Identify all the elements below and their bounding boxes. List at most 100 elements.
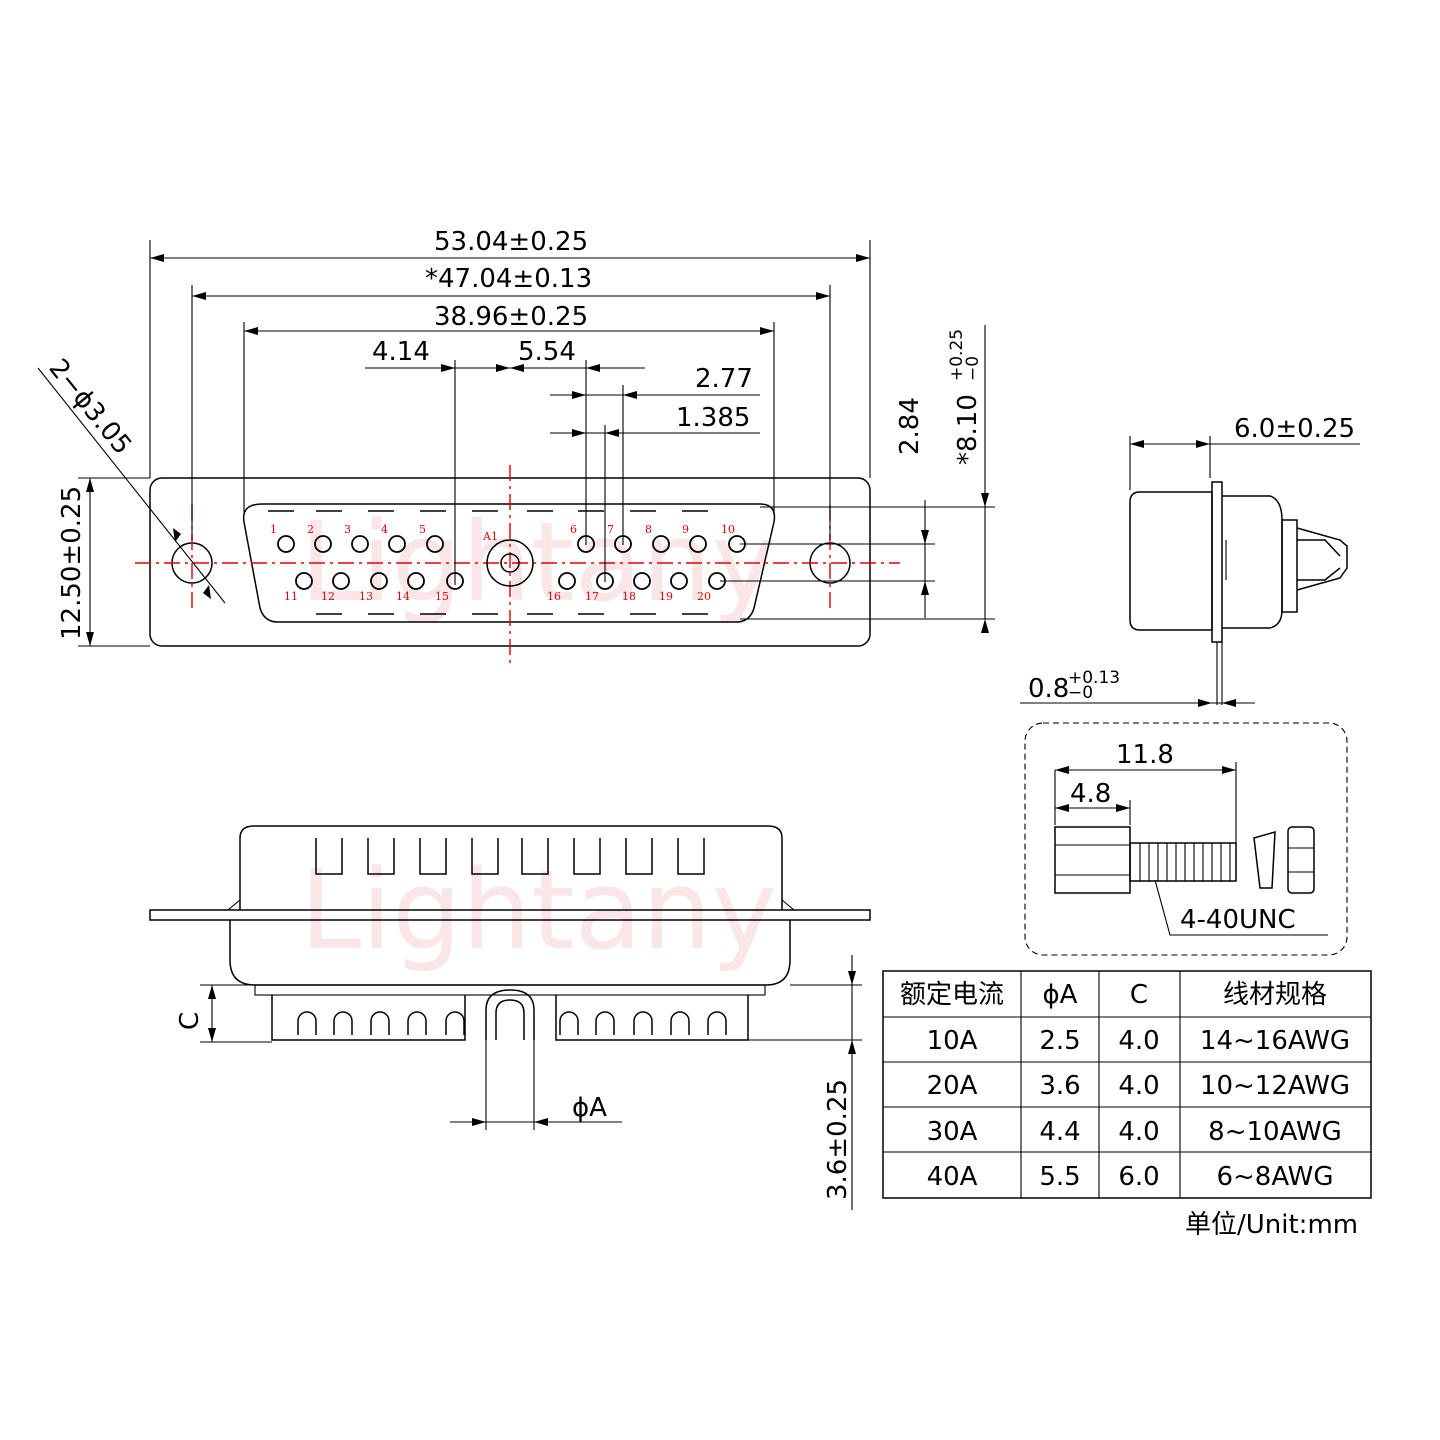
table-cell: 3.6 [1039,1071,1080,1101]
dim-c: C [175,1012,205,1030]
pin-contact-19 [670,572,688,590]
pin-label-4: 4 [381,523,388,536]
table-cell: 8~10AWG [1208,1117,1342,1147]
spec-table-frame [882,970,1372,1199]
pin-contact-9 [689,535,707,553]
pin-contact-13 [370,572,388,590]
pin-label-3: 3 [344,523,351,536]
side-flange [1211,481,1223,643]
bottom-shell-slots [315,838,705,875]
lock-washer [1253,830,1276,889]
pin-contact-14 [407,572,425,590]
pin-contact-3 [351,535,369,553]
pin-contact-2 [314,535,332,553]
pin-label-19: 19 [659,590,673,603]
table-cell: 4.4 [1039,1117,1080,1147]
dim-mount-holes: 2−ϕ3.05 [43,354,138,461]
table-cell: 30A [927,1117,978,1147]
table-cell: 6~8AWG [1216,1162,1333,1192]
pin-label-10: 10 [721,523,735,536]
center-solder-cup [485,989,535,1040]
mount-hole-leader [37,367,226,604]
dim-pin-length: 3.6±0.25 [823,1079,853,1200]
dim-offset-left: 4.14 [372,337,430,367]
dim-shell-width: 38.96±0.25 [434,302,588,332]
screw-detail-frame [1024,722,1348,956]
pin-label-2: 2 [307,523,314,536]
pin-label-a1: A1 [482,530,498,543]
dim-shell-height: *8.10 [953,394,983,465]
dim-row-spacing: 2.84 [895,397,925,455]
table-cell: 40A [927,1162,978,1192]
pin-label-11: 11 [284,590,298,603]
pin-label-14: 14 [396,590,410,603]
side-insert [1281,519,1298,613]
front-view: Lightany [37,227,995,668]
table-cell: 4.0 [1118,1117,1159,1147]
pin-contact-16 [558,572,576,590]
side-view: 6.0±0.25 0.8 +0.13 −0 [1020,414,1360,707]
dim-pitch: 2.77 [695,364,753,394]
bottom-view: Lightany C ϕA 3.6±0.25 [149,825,871,1210]
table-cell: 14~16AWG [1200,1026,1350,1056]
dim-flange-thickness-tol-upper: +0.13 [1068,668,1120,688]
dim-overall-width: 53.04±0.25 [434,227,588,257]
screw-thread [1129,842,1237,882]
dim-hex-length: 4.8 [1070,779,1111,809]
bottom-flange [149,909,871,921]
side-shell [1129,491,1213,631]
screw-detail: 11.8 4.8 4-40UNC [1024,722,1348,956]
pin-label-16: 16 [547,590,561,603]
watermark-front: Lightany [300,498,777,626]
table-cell: 4.0 [1118,1026,1159,1056]
dim-offset-right: 5.54 [518,337,576,367]
table-cell: 10~12AWG [1200,1071,1350,1101]
pin-contact-18 [633,572,651,590]
pin-contact-8 [652,535,670,553]
hex-nut [1287,826,1315,894]
table-header-cell: ϕA [1043,980,1078,1010]
pin-label-6: 6 [570,523,577,536]
pin-label-13: 13 [359,590,373,603]
table-cell: 4.0 [1118,1071,1159,1101]
pin-label-17: 17 [585,590,599,603]
pin-label-15: 15 [435,590,449,603]
pin-label-1: 1 [270,523,277,536]
pin-label-8: 8 [645,523,652,536]
table-cell: 2.5 [1039,1026,1080,1056]
thread-leader [1154,879,1328,936]
screw-hex [1054,826,1131,894]
table-cell: 5.5 [1039,1162,1080,1192]
dim-flange-thickness: 0.8 [1028,674,1069,704]
bottom-shell [239,825,783,910]
pin-contact-5 [426,535,444,553]
dim-flange-height: 12.50±0.25 [57,486,87,640]
dim-half-pitch: 1.385 [676,403,750,433]
dim-hole-spacing: *47.04±0.13 [425,264,592,294]
pin-label-12: 12 [321,590,335,603]
pin-contact-11 [295,572,313,590]
pin-contact-4 [388,535,406,553]
pin-label-18: 18 [622,590,636,603]
dim-screw-length: 11.8 [1116,740,1174,770]
solder-cups [297,1011,727,1035]
dim-shell-height-tol-lower: −0 [963,356,983,381]
pin-label-5: 5 [419,523,426,536]
pin-label-20: 20 [697,590,711,603]
pin-label-9: 9 [682,523,689,536]
table-cell: 6.0 [1118,1162,1159,1192]
dim-flange-thickness-tol-lower: −0 [1068,683,1093,703]
dim-shell-height-group: *8.10 +0.25 −0 [947,329,983,465]
center-contact-outer [486,539,534,587]
pin-blocks [271,995,749,1041]
table-cell: 10A [927,1026,978,1056]
dim-side-depth: 6.0±0.25 [1234,414,1355,444]
table-header-cell: 额定电流 [900,980,1004,1010]
pin-contact-12 [332,572,350,590]
dim-phi-a: ϕA [572,1093,607,1123]
center-contact-inner [500,553,520,573]
